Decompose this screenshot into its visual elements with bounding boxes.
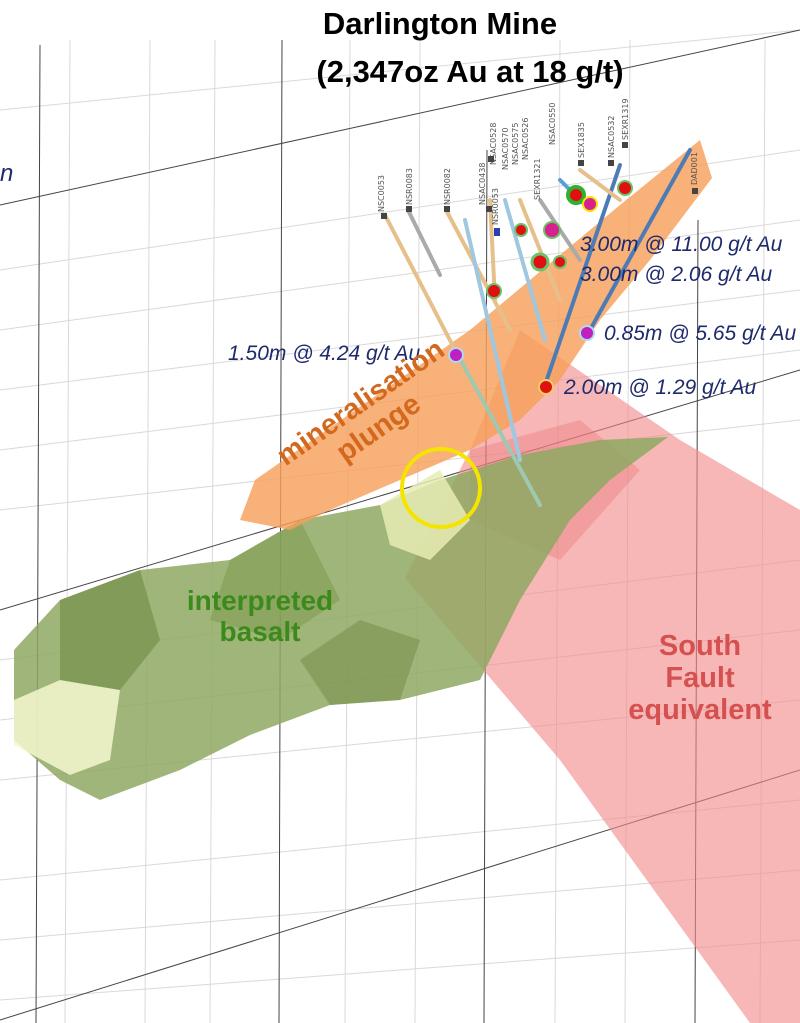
- intercept-label-2: 3.00m @ 2.06 g/t Au: [580, 263, 773, 286]
- hole-label: SEXR1321: [533, 158, 542, 200]
- intercept-marker: [553, 255, 567, 269]
- drill-trace: [406, 208, 442, 277]
- hole-label: NSAC0550: [548, 103, 557, 146]
- collar-marker: [578, 160, 584, 166]
- intercept-label-3: 0.85m @ 5.65 g/t Au: [604, 322, 797, 345]
- collar-marker: [608, 160, 614, 166]
- basalt-facet-dark-2: [210, 520, 340, 640]
- basalt-label-line-1: interpreted: [186, 585, 334, 616]
- fault-label-line-1: South: [658, 630, 742, 662]
- hole-label: SEX1835: [577, 122, 586, 158]
- hole-label: NSAC0532: [607, 116, 616, 159]
- collar-marker: [622, 142, 628, 148]
- drill-trace: [503, 198, 547, 342]
- target-circle: [400, 447, 482, 529]
- drill-hole-labels: NSC0053 NSR0083 NSR0082 NSAC0438 NSR0053…: [377, 98, 699, 225]
- collar-marker: [444, 206, 450, 212]
- intercept-marker: [543, 221, 561, 239]
- intercept-marker: [617, 180, 633, 196]
- drill-trace: [383, 213, 457, 352]
- drill-trace: [453, 348, 542, 507]
- hole-label: NSC0053: [377, 175, 386, 212]
- intercept-marker: [538, 379, 554, 395]
- drill-trace: [543, 163, 622, 387]
- hole-label: NSAC0570: [501, 128, 510, 171]
- collar-marker: [486, 206, 492, 212]
- drill-trace: [588, 148, 692, 332]
- intercept-marker: [530, 252, 550, 272]
- intercept-marker: [486, 283, 502, 299]
- hole-label: NSR0083: [405, 168, 414, 205]
- intercept-label-4: 1.50m @ 4.24 g/t Au: [228, 342, 421, 365]
- collar-marker: [488, 156, 494, 162]
- collar-marker: [406, 206, 412, 212]
- collar-marker: [494, 228, 500, 236]
- intercept-marker: [566, 185, 586, 205]
- drill-trace: [578, 168, 622, 202]
- left-text-fragment: n: [0, 160, 14, 187]
- fault-label-line-3: equivalent: [628, 694, 772, 726]
- intercept-marker: [514, 223, 528, 237]
- basalt-facet-light: [14, 680, 120, 775]
- fault-label-line-2: Fault: [665, 662, 735, 694]
- basalt-label-line-2: basalt: [219, 616, 301, 647]
- intercept-marker: [579, 325, 595, 341]
- hole-label: NSAC0528: [489, 123, 498, 166]
- collar-marker: [381, 213, 387, 219]
- basalt-label: interpreted basalt: [150, 585, 370, 647]
- hole-label: NSAC0575: [511, 123, 520, 166]
- hole-label: DAD001: [690, 152, 699, 185]
- collar-marker: [692, 188, 698, 194]
- intercept-markers: [448, 180, 633, 395]
- hole-label: SEXR1319: [621, 98, 630, 140]
- hole-label: NSR0082: [443, 168, 452, 205]
- intercept-label-5: 2.00m @ 1.29 g/t Au: [564, 376, 757, 399]
- title-line-2: (2,347oz Au at 18 g/t): [316, 54, 624, 89]
- title-line-1: Darlington Mine: [322, 6, 558, 41]
- drill-trace: [518, 198, 562, 302]
- intercept-marker: [448, 347, 464, 363]
- hole-label: NSR0053: [491, 188, 500, 225]
- basalt-facet-dark-3: [300, 620, 420, 705]
- intercept-label-1: 3.00m @ 11.00 g/t Au: [580, 233, 783, 256]
- collar-markers: [381, 142, 698, 236]
- hole-label: NSAC0438: [478, 163, 487, 206]
- drill-trace: [463, 218, 522, 462]
- hole-label: NSAC0526: [521, 118, 530, 161]
- south-fault-label: South Fault equivalent: [610, 630, 790, 726]
- intercept-marker: [582, 196, 598, 212]
- basalt-body: [14, 437, 668, 800]
- basalt-facet-dark: [60, 570, 160, 690]
